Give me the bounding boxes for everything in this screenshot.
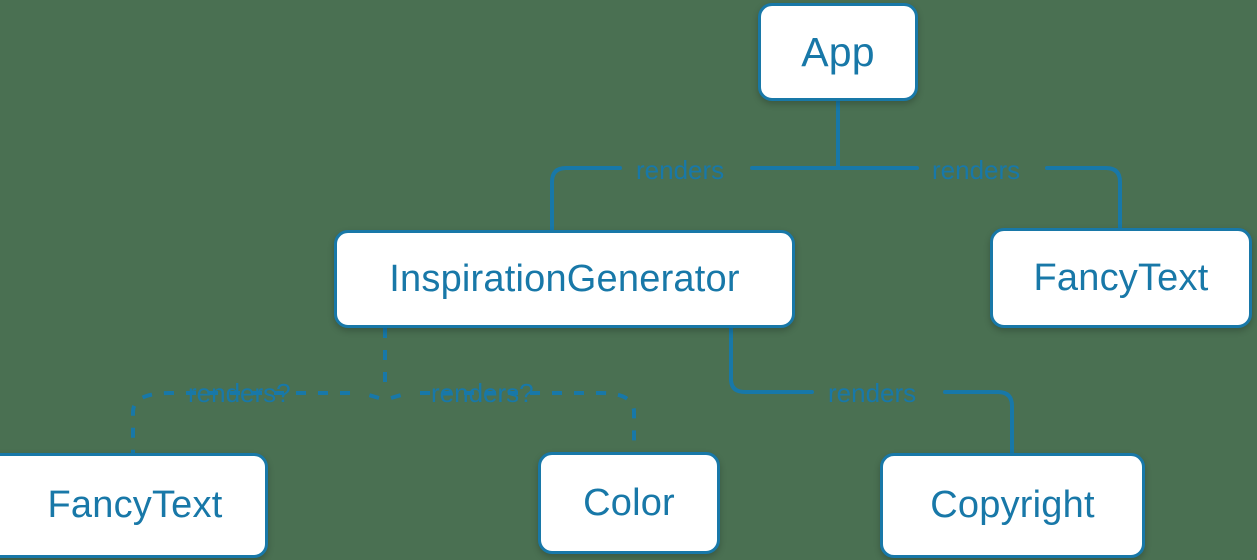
node-inspiration-generator[interactable]: InspirationGenerator (334, 230, 795, 328)
edge-label-inspiration-fancytext: renders? (188, 378, 291, 408)
node-app-label: App (801, 28, 875, 75)
node-fancytext-bottom[interactable]: FancyText (0, 453, 268, 558)
edge-label-inspiration-color: renders? (431, 378, 534, 408)
node-color[interactable]: Color (538, 452, 720, 554)
node-app[interactable]: App (758, 3, 918, 101)
edge-inspiration-copyright (729, 326, 1014, 455)
node-copyright[interactable]: Copyright (880, 453, 1145, 558)
edge-app-inspiration (550, 166, 840, 232)
edge-label-app-inspiration: renders (636, 155, 725, 185)
edge-inspiration-fancytext-dashed (131, 391, 380, 453)
edge-label-app-fancytext: renders (932, 155, 1021, 185)
node-inspiration-generator-label: InspirationGenerator (389, 257, 740, 300)
edge-inspiration-color-dashed (390, 391, 636, 452)
node-color-label: Color (583, 481, 675, 524)
node-fancytext-right-label: FancyText (1033, 256, 1209, 299)
edge-app-fancytext (836, 166, 1122, 230)
edge-label-inspiration-copyright: renders (828, 378, 917, 408)
node-fancytext-bottom-label: FancyText (47, 484, 223, 526)
node-copyright-label: Copyright (930, 484, 1095, 526)
node-fancytext-right[interactable]: FancyText (990, 228, 1252, 328)
